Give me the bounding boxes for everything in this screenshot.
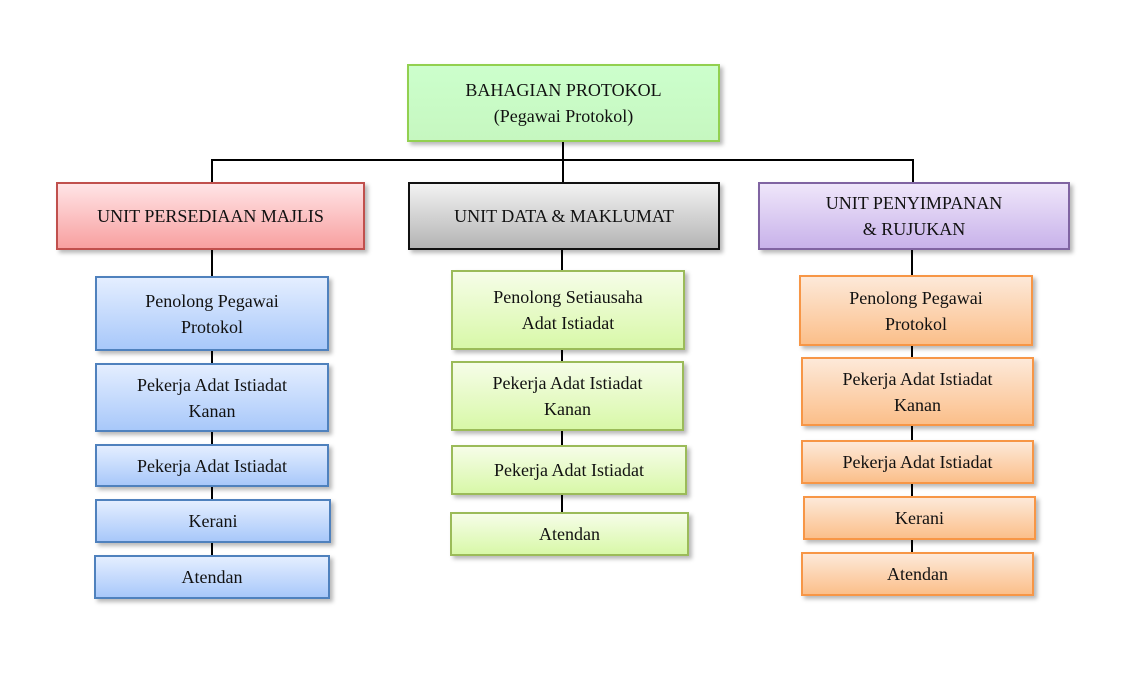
role-node: Pekerja Adat Istiadat — [451, 445, 687, 495]
role-node: Atendan — [450, 512, 689, 556]
root-node-title: BAHAGIAN PROTOKOL — [465, 80, 662, 100]
role-node: Atendan — [94, 555, 330, 599]
unit-data-maklumat: UNIT DATA & MAKLUMAT — [408, 182, 720, 250]
role-node: Pekerja Adat Istiadat — [95, 444, 329, 487]
role-node: Penolong Pegawai Protokol — [95, 276, 329, 351]
role-node: Pekerja Adat Istiadat Kanan — [801, 357, 1034, 426]
role-node: Penolong Setiausaha Adat Istiadat — [451, 270, 685, 350]
role-node: Pekerja Adat Istiadat — [801, 440, 1034, 484]
connector-unit-3 — [912, 159, 914, 182]
role-node: Penolong Pegawai Protokol — [799, 275, 1033, 346]
unit-persediaan-majlis: UNIT PERSEDIAAN MAJLIS — [56, 182, 365, 250]
root-node-bahagian-protokol: BAHAGIAN PROTOKOL (Pegawai Protokol) — [407, 64, 720, 142]
connector-horizontal — [211, 159, 914, 161]
root-node-subtitle: (Pegawai Protokol) — [493, 106, 634, 126]
role-node: Pekerja Adat Istiadat Kanan — [95, 363, 329, 432]
role-node: Atendan — [801, 552, 1034, 596]
unit-penyimpanan-rujukan: UNIT PENYIMPANAN & RUJUKAN — [758, 182, 1070, 250]
role-node: Pekerja Adat Istiadat Kanan — [451, 361, 684, 431]
role-node: Kerani — [803, 496, 1036, 540]
role-node: Kerani — [95, 499, 331, 543]
connector-unit-1 — [211, 159, 213, 182]
connector-root — [562, 142, 564, 182]
